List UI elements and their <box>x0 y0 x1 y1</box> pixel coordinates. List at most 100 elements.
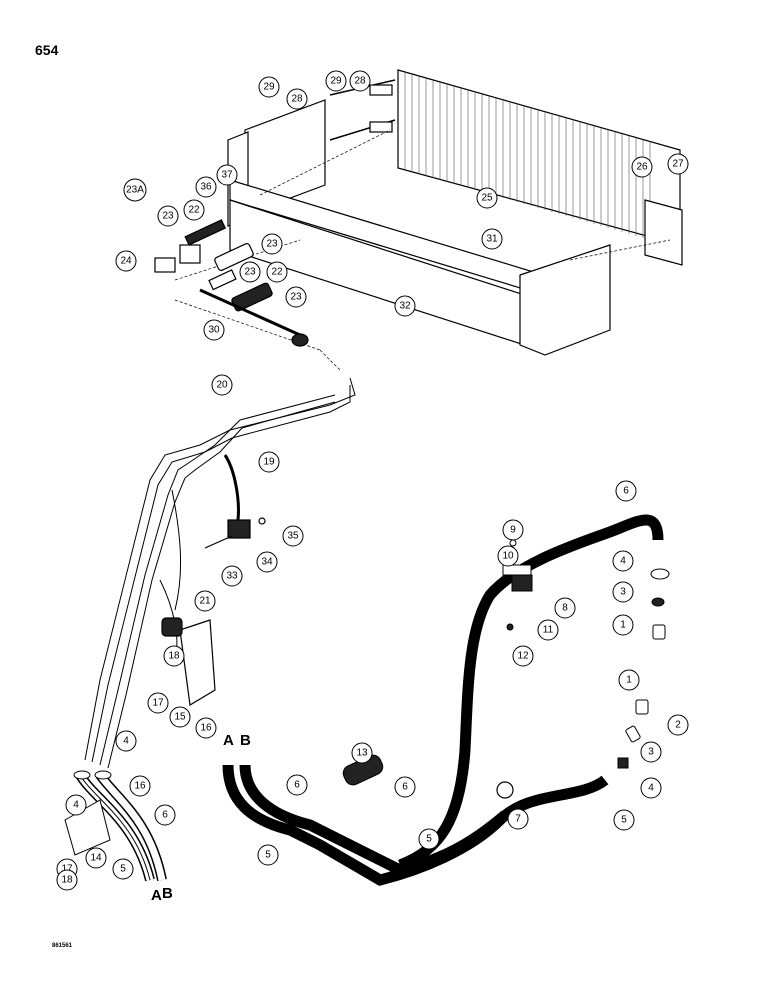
callout-label: 37 <box>221 170 233 181</box>
callout-10: 10 <box>497 545 519 567</box>
callout-label: 3 <box>620 587 626 598</box>
callout-4: 4 <box>115 730 137 752</box>
callout-label: 27 <box>672 159 684 170</box>
callout-29: 29 <box>258 76 280 98</box>
fittings-right <box>506 539 670 769</box>
callout-16: 16 <box>129 775 151 797</box>
callout-label: 23 <box>290 292 302 303</box>
callout-label: 13 <box>356 748 368 759</box>
callout-28: 28 <box>286 88 308 110</box>
callout-label: 28 <box>354 76 366 87</box>
callout-13: 13 <box>351 742 373 764</box>
callout-label: 31 <box>486 234 498 245</box>
callout-5: 5 <box>257 844 279 866</box>
callout-36: 36 <box>195 176 217 198</box>
callout-23: 23 <box>285 286 307 308</box>
callout-23: 23 <box>261 233 283 255</box>
callout-label: 20 <box>216 380 228 391</box>
callout-label: 29 <box>330 76 342 87</box>
callout-label: 5 <box>120 864 126 875</box>
right-mount-plate <box>519 244 611 356</box>
callout-label: 12 <box>517 651 529 662</box>
callout-17: 17 <box>147 692 169 714</box>
callout-label: 22 <box>271 267 283 278</box>
callout-label: 10 <box>502 551 514 562</box>
callout-label: 23 <box>266 239 278 250</box>
callout-label: 6 <box>162 810 168 821</box>
callout-2: 2 <box>667 714 689 736</box>
callout-label: 6 <box>402 782 408 793</box>
callout-3: 3 <box>612 581 634 603</box>
hose-label-bottom-a: A <box>151 887 162 904</box>
callout-label: 4 <box>73 800 79 811</box>
callout-27: 27 <box>667 153 689 175</box>
callout-4: 4 <box>612 550 634 572</box>
callout-label: 30 <box>208 325 220 336</box>
callout-20: 20 <box>211 374 233 396</box>
callout-label: 29 <box>263 82 275 93</box>
callout-label: 26 <box>636 162 648 173</box>
callout-18: 18 <box>56 869 78 891</box>
callout-3: 3 <box>640 741 662 763</box>
callout-label: 7 <box>515 814 521 825</box>
hose-label-bottom-b: B <box>162 885 173 902</box>
callout-5: 5 <box>418 828 440 850</box>
callout-5: 5 <box>613 809 635 831</box>
callout-25: 25 <box>476 187 498 209</box>
callout-33: 33 <box>221 565 243 587</box>
callout-6: 6 <box>154 804 176 826</box>
callout-19: 19 <box>258 451 280 473</box>
oil-cooler-assembly <box>174 69 683 371</box>
callout-6: 6 <box>286 774 308 796</box>
callout-label: 11 <box>543 625 554 636</box>
callout-5: 5 <box>112 858 134 880</box>
callout-label: 32 <box>399 301 411 312</box>
callout-35: 35 <box>282 525 304 547</box>
callout-label: 4 <box>620 556 626 567</box>
callout-label: 16 <box>134 781 146 792</box>
callout-label: 8 <box>562 603 568 614</box>
callout-label: 33 <box>226 571 238 582</box>
callout-label: 1 <box>626 675 632 686</box>
callout-23: 23 <box>157 205 179 227</box>
page-number: 654 <box>35 42 59 58</box>
hose-label-left-a: A <box>223 732 234 749</box>
hose-label-left-b: B <box>240 732 251 749</box>
steel-tubes <box>84 377 356 769</box>
callout-label: 5 <box>265 850 271 861</box>
callout-label: 9 <box>510 525 516 536</box>
callout-label: 22 <box>188 205 200 216</box>
callout-29: 29 <box>325 70 347 92</box>
callout-18: 18 <box>163 645 185 667</box>
callout-label: 35 <box>287 531 299 542</box>
callout-label: 24 <box>120 256 132 267</box>
callout-6: 6 <box>615 480 637 502</box>
callout-label: 5 <box>426 834 432 845</box>
right-end-tank <box>644 199 683 266</box>
callout-label: 2 <box>675 720 681 731</box>
callout-31: 31 <box>481 228 503 250</box>
callout-24: 24 <box>115 250 137 272</box>
clamp-34 <box>204 517 266 549</box>
callout-30: 30 <box>203 319 225 341</box>
callout-label: 19 <box>263 457 275 468</box>
callout-32: 32 <box>394 295 416 317</box>
callout-8: 8 <box>554 597 576 619</box>
callout-label: 4 <box>123 736 129 747</box>
callout-label: 23A <box>126 185 144 196</box>
callout-label: 36 <box>200 182 212 193</box>
callout-label: 15 <box>174 712 186 723</box>
bracket-15 <box>161 617 216 706</box>
callout-14: 14 <box>85 847 107 869</box>
callout-22: 22 <box>183 199 205 221</box>
callout-label: 17 <box>152 698 164 709</box>
callout-1: 1 <box>618 669 640 691</box>
callout-6: 6 <box>394 776 416 798</box>
callout-21: 21 <box>194 590 216 612</box>
callout-28: 28 <box>349 70 371 92</box>
callout-37: 37 <box>216 164 238 186</box>
cooler-fins <box>404 72 651 240</box>
callout-7: 7 <box>507 808 529 830</box>
